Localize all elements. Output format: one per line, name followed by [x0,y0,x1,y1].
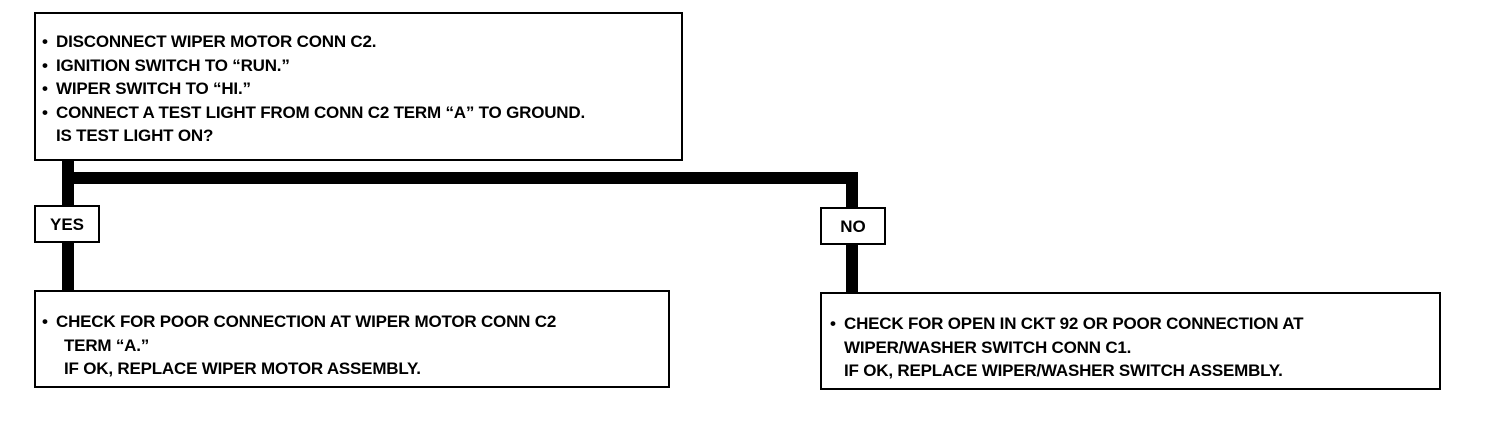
connector-no-down [846,172,858,208]
connector-yes-down [62,240,74,292]
yes-result-line-1: •CHECK FOR POOR CONNECTION AT WIPER MOTO… [42,312,557,331]
yes-label: YES [34,205,100,243]
no-label: NO [820,207,886,245]
yes-result-line-3: IF OK, REPLACE WIPER MOTOR ASSEMBLY. [64,359,421,378]
start-step-line-3: •WIPER SWITCH TO “HI.” [42,79,251,98]
start-step-line-1: •DISCONNECT WIPER MOTOR CONN C2. [42,32,377,51]
connector-horizontal [62,172,858,184]
start-step-line-4: •CONNECT A TEST LIGHT FROM CONN C2 TERM … [42,102,585,122]
no-result-line-1: •CHECK FOR OPEN IN CKT 92 OR POOR CONNEC… [830,314,1304,333]
no-result-line-3: IF OK, REPLACE WIPER/WASHER SWITCH ASSEM… [844,361,1283,380]
start-step-box: •DISCONNECT WIPER MOTOR CONN C2. •IGNITI… [34,12,683,161]
yes-result-line-2: TERM “A.” [64,335,150,355]
yes-result-box: •CHECK FOR POOR CONNECTION AT WIPER MOTO… [34,290,670,388]
connector-no-down-lower [846,244,858,294]
start-question: IS TEST LIGHT ON? [56,126,214,145]
no-result-line-2: WIPER/WASHER SWITCH CONN C1. [844,337,1132,357]
start-step-line-2: •IGNITION SWITCH TO “RUN.” [42,55,290,75]
no-result-box: •CHECK FOR OPEN IN CKT 92 OR POOR CONNEC… [820,292,1441,390]
